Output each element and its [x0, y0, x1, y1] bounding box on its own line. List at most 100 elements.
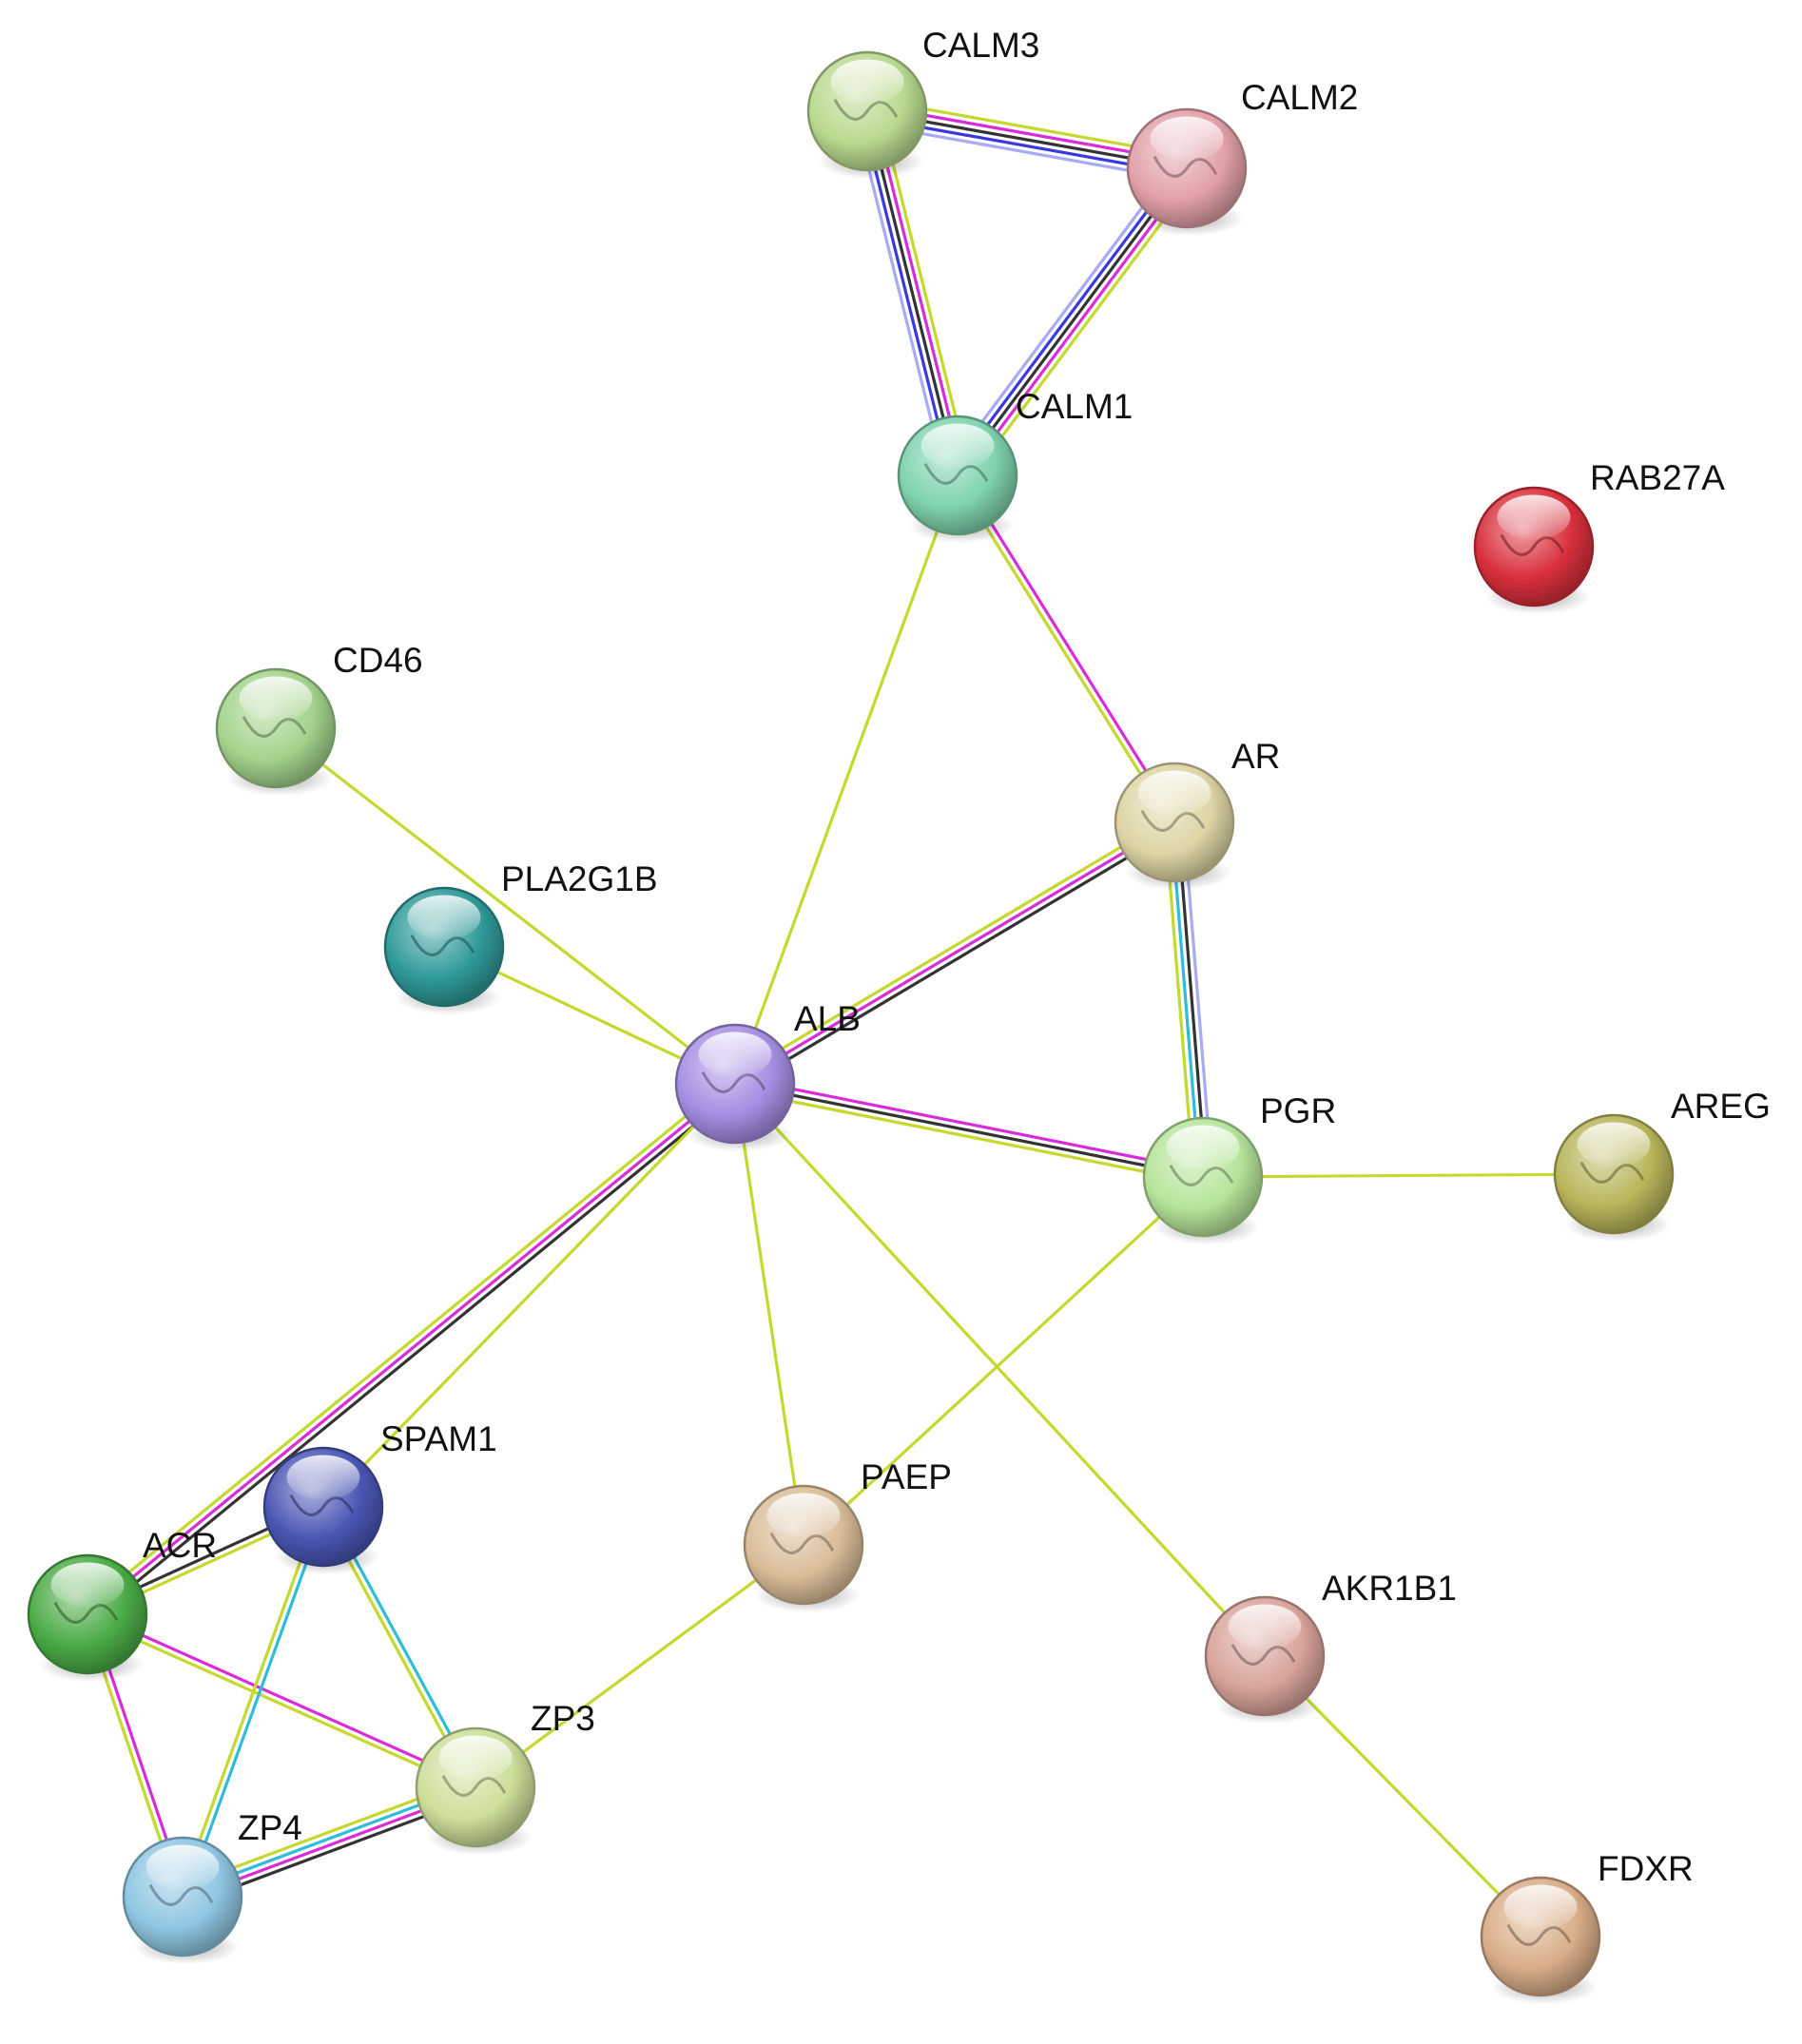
- edge-pgr-areg[interactable]: [1201, 1172, 1616, 1179]
- node-label: AREG: [1671, 1087, 1771, 1126]
- node-label: CALM3: [922, 26, 1039, 65]
- node-label: PGR: [1260, 1091, 1336, 1130]
- protein-structure-icon: [53, 1601, 119, 1624]
- node-gloss: [1577, 1122, 1651, 1167]
- edge-alb-pgr[interactable]: [732, 1076, 1206, 1185]
- edge-line-experiments: [87, 1610, 478, 1786]
- node-rab27a[interactable]: RAB27A: [1473, 458, 1725, 615]
- node-gloss: [438, 1735, 513, 1781]
- edge-line-coexpression: [736, 825, 1179, 1091]
- node-label: CALM1: [1016, 387, 1133, 426]
- node-alb[interactable]: ALB: [674, 999, 861, 1152]
- node-label: ZP3: [531, 1699, 595, 1738]
- node-label: ALB: [794, 999, 861, 1038]
- node-zp4[interactable]: ZP4: [122, 1808, 302, 1965]
- protein-structure-icon: [769, 1532, 835, 1554]
- node-spam1[interactable]: SPAM1: [262, 1419, 497, 1575]
- protein-structure-icon: [833, 98, 899, 121]
- protein-structure-icon: [289, 1494, 355, 1516]
- node-akr1b1[interactable]: AKR1B1: [1204, 1569, 1457, 1725]
- node-gloss: [407, 895, 481, 940]
- node-cd46[interactable]: CD46: [215, 641, 423, 797]
- protein-structure-icon: [1230, 1643, 1296, 1666]
- edge-line-textmining: [733, 473, 959, 1086]
- node-gloss: [1503, 1884, 1578, 1930]
- edge-line-homology_light: [945, 159, 1179, 470]
- edge-line-experiments: [734, 1076, 1206, 1173]
- edge-alb-paep[interactable]: [733, 1082, 805, 1547]
- edge-cd46-alb[interactable]: [274, 726, 737, 1086]
- node-pgr[interactable]: PGR: [1142, 1091, 1336, 1245]
- node-label: AR: [1231, 737, 1280, 776]
- protein-structure-icon: [410, 934, 475, 956]
- node-gloss: [50, 1562, 125, 1608]
- edge-line-textmining: [802, 1175, 1205, 1547]
- node-gloss: [1166, 1125, 1240, 1170]
- edge-ar-alb[interactable]: [730, 815, 1179, 1091]
- protein-structure-icon: [148, 1883, 214, 1906]
- edge-paep-zp3[interactable]: [474, 1543, 805, 1789]
- edge-line-textmining: [82, 1077, 733, 1611]
- node-label: ACR: [143, 1526, 217, 1565]
- node-acr[interactable]: ACR: [27, 1526, 217, 1683]
- node-label: CALM2: [1241, 78, 1358, 117]
- node-gloss: [766, 1493, 841, 1538]
- edge-line-coexpression: [89, 1087, 741, 1621]
- edge-line-textmining: [85, 1615, 476, 1792]
- node-gloss: [1137, 770, 1211, 816]
- node-gloss: [239, 676, 313, 722]
- node-gloss: [1228, 1604, 1302, 1649]
- protein-structure-icon: [923, 462, 989, 485]
- edge-line-textmining: [321, 1082, 737, 1509]
- node-fdxr[interactable]: FDXR: [1480, 1849, 1694, 2005]
- protein-structure-icon: [1579, 1161, 1645, 1184]
- protein-structure-icon: [701, 1070, 766, 1093]
- node-gloss: [920, 423, 995, 469]
- node-areg[interactable]: AREG: [1553, 1087, 1771, 1243]
- edge-line-coexpression: [733, 1082, 1205, 1179]
- edge-line-experiments: [86, 1082, 737, 1616]
- node-label: AKR1B1: [1322, 1569, 1457, 1608]
- node-label: RAB27A: [1590, 458, 1725, 497]
- node-label: CD46: [333, 641, 423, 680]
- edge-alb-akr1b1[interactable]: [733, 1082, 1267, 1658]
- edge-line-textmining: [730, 815, 1173, 1081]
- edge-line-textmining: [732, 1088, 1204, 1185]
- node-gloss: [830, 59, 904, 105]
- edge-alb-acr[interactable]: [82, 1077, 741, 1621]
- node-label: FDXR: [1598, 1849, 1694, 1888]
- edge-line-textmining: [733, 1082, 805, 1547]
- node-zp3[interactable]: ZP3: [415, 1699, 595, 1856]
- node-label: PAEP: [861, 1457, 952, 1496]
- protein-structure-icon: [1140, 809, 1206, 832]
- node-calm1[interactable]: CALM1: [897, 387, 1133, 544]
- node-label: SPAM1: [380, 1419, 497, 1458]
- node-label: ZP4: [238, 1808, 302, 1847]
- node-ar[interactable]: AR: [1114, 737, 1280, 891]
- node-gloss: [1497, 494, 1571, 540]
- protein-structure-icon: [1506, 1923, 1572, 1946]
- edge-pgr-paep[interactable]: [802, 1175, 1205, 1547]
- edge-alb-spam1[interactable]: [321, 1082, 737, 1509]
- edge-line-experiments: [733, 820, 1176, 1086]
- protein-structure-icon: [1153, 155, 1218, 178]
- edge-line-databases: [184, 1506, 328, 1899]
- edge-calm1-alb[interactable]: [733, 473, 959, 1086]
- node-calm3[interactable]: CALM3: [806, 26, 1039, 180]
- node-paep[interactable]: PAEP: [743, 1457, 952, 1613]
- node-label: PLA2G1B: [501, 859, 658, 898]
- protein-structure-icon: [1169, 1164, 1234, 1186]
- node-gloss: [698, 1032, 772, 1077]
- node-pla2g1b[interactable]: PLA2G1B: [383, 859, 658, 1015]
- node-gloss: [286, 1455, 360, 1500]
- protein-structure-icon: [441, 1774, 507, 1797]
- node-gloss: [1150, 116, 1224, 162]
- node-calm2[interactable]: CALM2: [1126, 78, 1358, 237]
- node-gloss: [145, 1844, 220, 1890]
- edge-acr-zp3[interactable]: [85, 1610, 478, 1792]
- protein-structure-icon: [1500, 533, 1565, 556]
- edge-line-textmining: [274, 726, 737, 1086]
- edge-line-textmining: [1201, 1172, 1616, 1179]
